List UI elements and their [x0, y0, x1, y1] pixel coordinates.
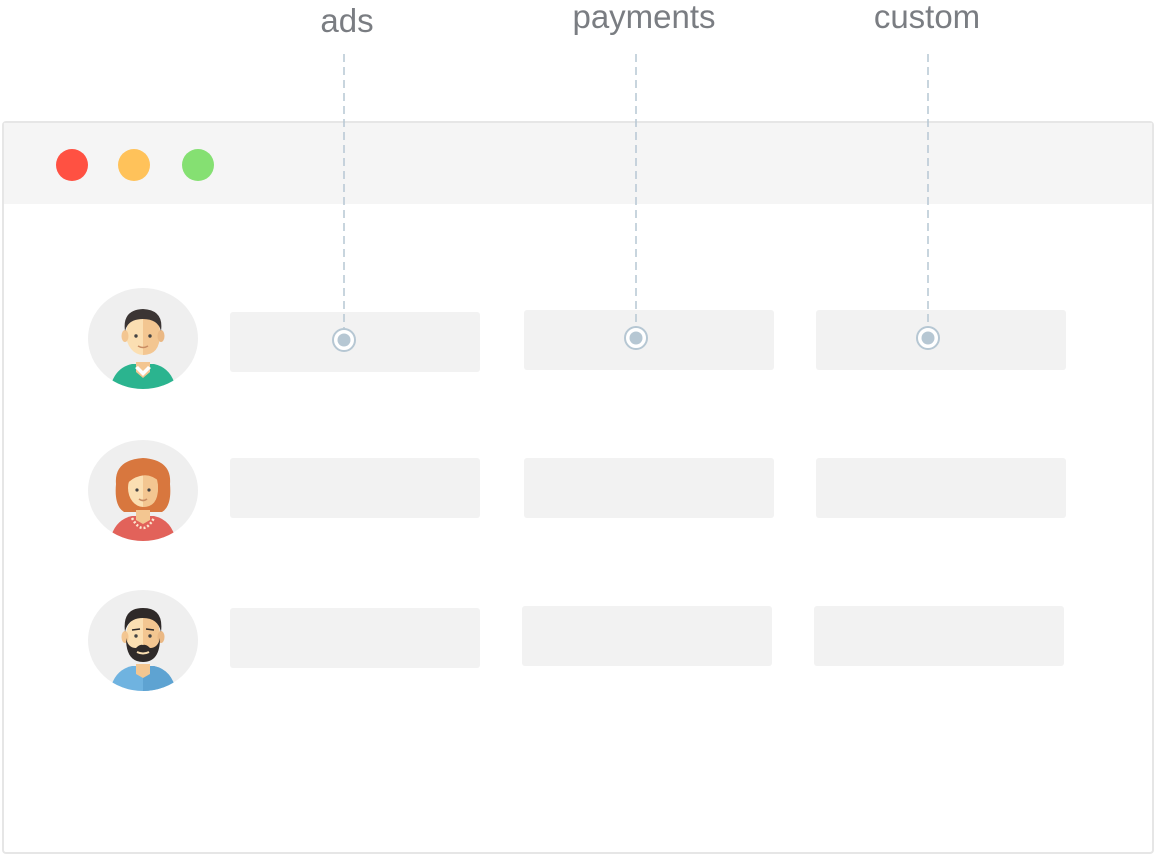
cell-row2-ads [230, 458, 480, 518]
label-custom: custom [873, 0, 981, 35]
close-window-button[interactable] [56, 149, 88, 181]
cell-row3-ads [230, 608, 480, 668]
cell-row3-payments [522, 606, 772, 666]
man-green-shirt-avatar-icon [110, 309, 176, 389]
avatar-woman-red-hair [88, 440, 198, 541]
cell-row2-payments [524, 458, 774, 518]
cell-row1-payments [524, 310, 774, 370]
avatar-bearded-man-blue-shirt [88, 590, 198, 691]
woman-red-hair-avatar-icon [110, 458, 176, 541]
cell-row1-custom [816, 310, 1066, 370]
cell-row2-custom [816, 458, 1066, 518]
maximize-window-button[interactable] [182, 149, 214, 181]
bearded-man-blue-shirt-avatar-icon [110, 608, 176, 691]
minimize-window-button[interactable] [118, 149, 150, 181]
avatar-man-green-shirt [88, 288, 198, 389]
label-ads: ads [320, 2, 374, 39]
window-titlebar [4, 123, 1152, 204]
cell-row1-ads [230, 312, 480, 372]
cell-row3-custom [814, 606, 1064, 666]
label-payments: payments [572, 0, 716, 35]
